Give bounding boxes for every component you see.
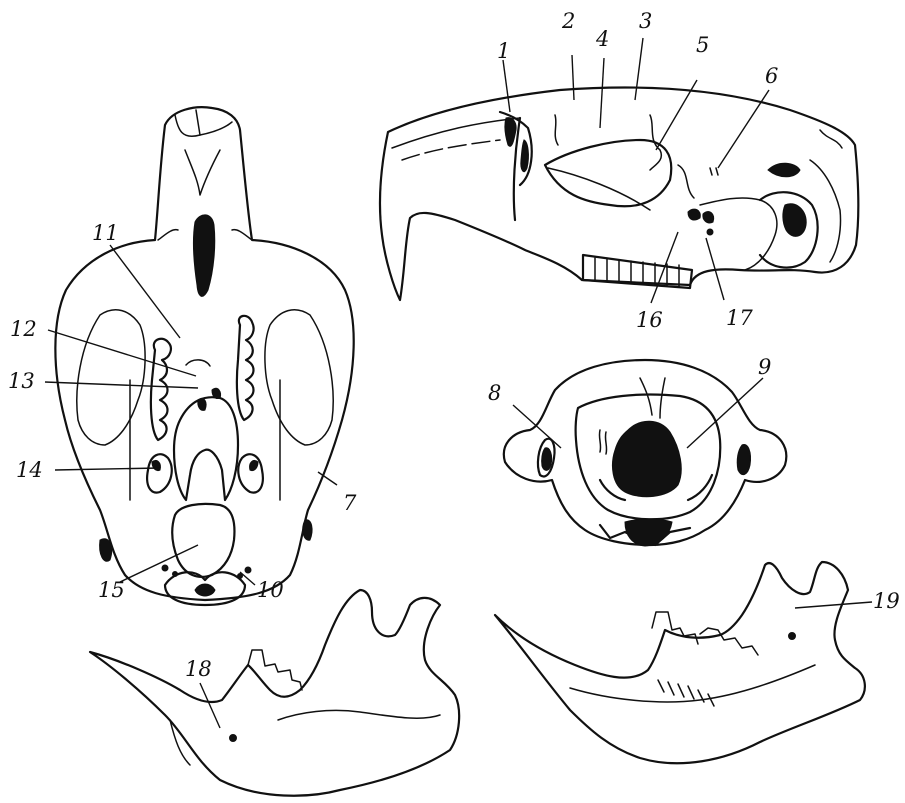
label-9: 9 bbox=[758, 355, 771, 379]
label-19: 19 bbox=[873, 589, 900, 613]
label-15: 15 bbox=[98, 578, 125, 602]
label-14: 14 bbox=[16, 458, 43, 482]
label-12: 12 bbox=[10, 317, 37, 341]
skull-posterior-view bbox=[504, 360, 786, 546]
label-7: 7 bbox=[343, 491, 357, 515]
label-6: 6 bbox=[765, 64, 778, 88]
label-8: 8 bbox=[488, 381, 501, 405]
label-13: 13 bbox=[8, 369, 35, 393]
leader-lines bbox=[45, 38, 872, 728]
label-17: 17 bbox=[726, 306, 753, 330]
lower-jaw-left bbox=[90, 590, 459, 796]
label-2: 2 bbox=[561, 9, 575, 33]
skull-ventral-view bbox=[55, 107, 353, 605]
label-16: 16 bbox=[636, 308, 663, 332]
label-10: 10 bbox=[257, 578, 284, 602]
label-1: 1 bbox=[497, 39, 510, 63]
lower-jaw-right bbox=[495, 562, 865, 763]
skull-lateral-view bbox=[380, 87, 858, 300]
label-3: 3 bbox=[639, 9, 652, 33]
label-5: 5 bbox=[696, 33, 709, 57]
label-11: 11 bbox=[92, 221, 119, 245]
label-4: 4 bbox=[595, 27, 609, 51]
label-18: 18 bbox=[185, 657, 212, 681]
